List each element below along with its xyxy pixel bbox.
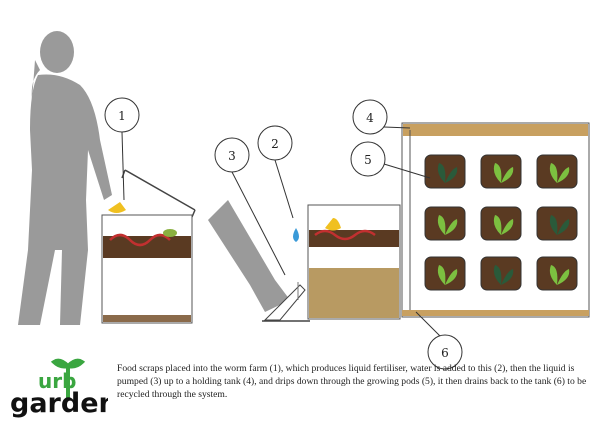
- label-4-circle: [352, 99, 388, 135]
- logo-urb: urb: [38, 369, 76, 393]
- foot-pump: [208, 200, 310, 322]
- label-3: 3: [228, 149, 236, 163]
- label-1: 1: [118, 109, 126, 123]
- label-6-circle: [427, 334, 463, 370]
- label-1-circle: [104, 97, 140, 133]
- worm-farm-bin: [101, 169, 196, 324]
- water-drop-icon: [293, 228, 299, 242]
- person-silhouette: [18, 31, 112, 325]
- growing-frame: [401, 122, 590, 318]
- label-5-circle: [350, 141, 386, 177]
- plant-icon: [493, 163, 514, 183]
- label-2: 2: [271, 137, 279, 151]
- plant-icon: [549, 163, 570, 183]
- label-2-circle: [257, 125, 293, 161]
- plant-icon: [437, 215, 458, 235]
- label-3-circle: [214, 137, 250, 173]
- holding-tank: [307, 204, 401, 320]
- label-4: 4: [366, 111, 374, 125]
- plant-icon: [437, 265, 458, 285]
- plant-icon: [493, 265, 514, 285]
- label-5: 5: [364, 153, 372, 167]
- plant-icon: [549, 265, 570, 285]
- leader-lines: [121, 126, 441, 337]
- plant-icon: [437, 163, 458, 183]
- plant-icon: [549, 215, 570, 235]
- diagram-caption: Food scraps placed into the worm farm (1…: [117, 363, 587, 400]
- label-circles: [104, 97, 463, 370]
- label-6: 6: [441, 346, 449, 360]
- urb-garden-logo: urb garden: [10, 358, 108, 418]
- plant-icon: [493, 215, 514, 235]
- logo-garden: garden: [10, 388, 108, 418]
